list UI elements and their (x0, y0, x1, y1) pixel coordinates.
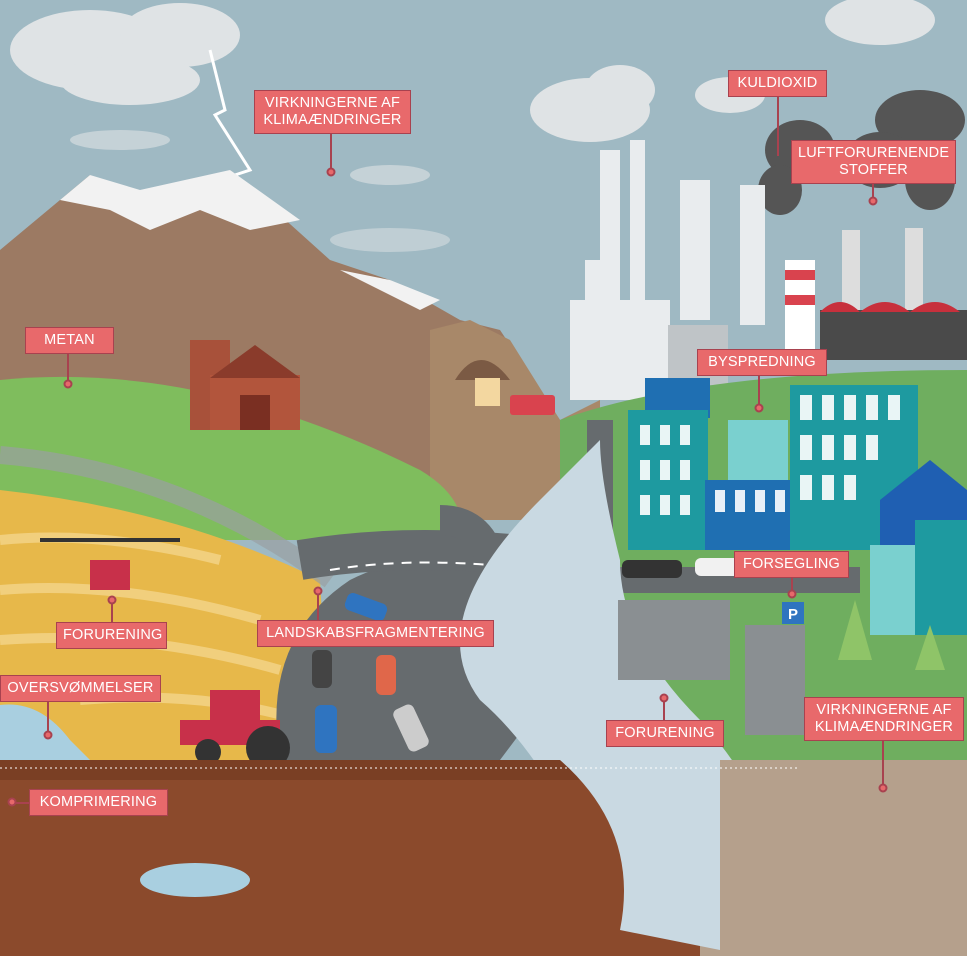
label-climate-effects-top: VIRKNINGERNE AF KLIMAÆNDRINGER (254, 90, 411, 134)
fence (0, 446, 336, 588)
label-compaction: KOMPRIMERING (29, 789, 168, 816)
label-pollution-river: FORURENING (606, 720, 724, 747)
marker-dot (754, 403, 764, 413)
barn (190, 340, 300, 430)
marker-dot (326, 167, 336, 177)
label-urban-sprawl: BYSPREDNING (697, 349, 827, 376)
label-carbon-dioxide: KULDIOXID (728, 70, 827, 97)
label-pollution-field: FORURENING (56, 622, 167, 649)
groundwater-puddle (140, 863, 250, 897)
marker-dot (878, 783, 888, 793)
pasture (0, 376, 462, 540)
marker-dot (63, 379, 73, 389)
label-landscape-fragmentation: LANDSKABSFRAGMENTERING (257, 620, 494, 647)
marker-dot (659, 693, 669, 703)
label-sealing: FORSEGLING (734, 551, 849, 578)
label-flooding: OVERSVØMMELSER (0, 675, 161, 702)
parking-lot (745, 625, 805, 735)
tractor (40, 538, 290, 770)
parking-sign-letter: P (788, 606, 798, 623)
parking-lot (618, 600, 730, 680)
cars (312, 558, 740, 753)
marker-dot (313, 586, 323, 596)
marker-dot (107, 595, 117, 605)
marker-dot (7, 797, 17, 807)
label-climate-effects-right: VIRKNINGERNE AF KLIMAÆNDRINGER (804, 697, 964, 741)
clouds (10, 0, 935, 252)
marker-dot (868, 196, 878, 206)
marker-dot (43, 730, 53, 740)
factory (668, 228, 967, 385)
parking-sign (782, 602, 804, 624)
dry-soil (700, 760, 967, 956)
label-methane: METAN (25, 327, 114, 354)
label-air-pollutants: LUFTFORURENENDE STOFFER (791, 140, 956, 184)
marker-dot (787, 589, 797, 599)
